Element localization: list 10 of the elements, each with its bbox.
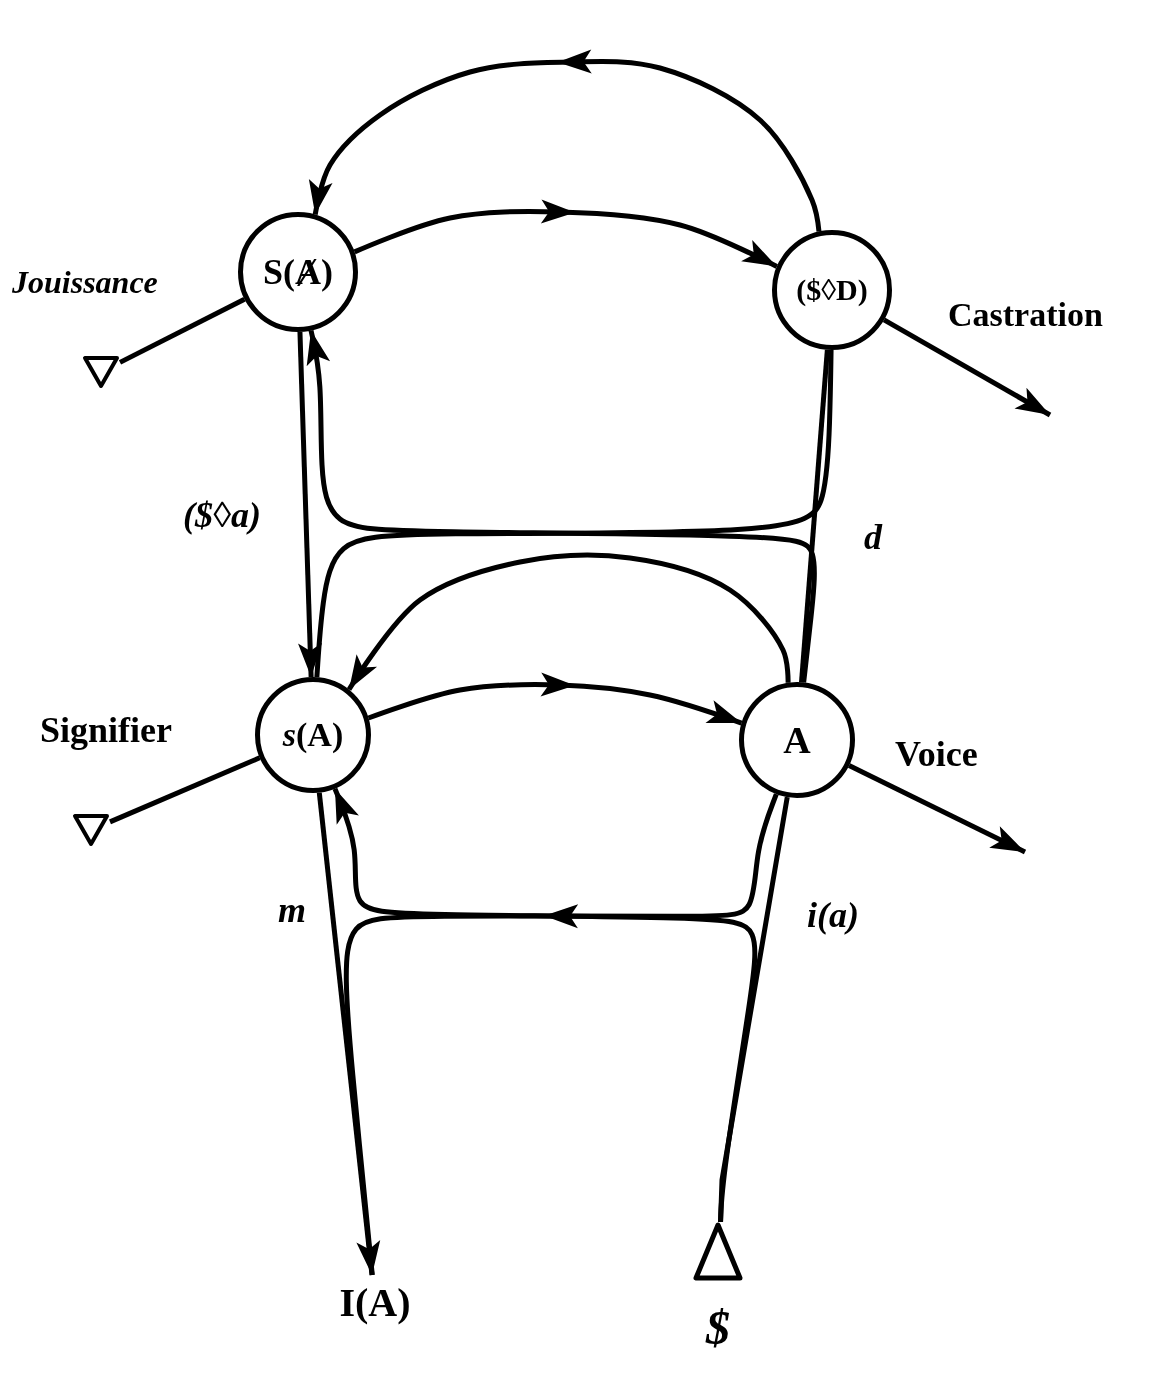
text-label: Jouissance	[12, 266, 158, 298]
circle-node: S(Ⱥ)	[238, 212, 358, 332]
node-label: $	[704, 1304, 731, 1352]
node-label: I(A)	[325, 1275, 425, 1330]
circle-node: A	[739, 682, 855, 798]
circle-node: s(A)	[255, 677, 371, 793]
text-label: Signifier	[40, 712, 172, 748]
text-label: Castration	[948, 298, 1103, 332]
text-label: Voice	[895, 736, 978, 772]
circle-node: ($◊D)	[772, 230, 892, 350]
